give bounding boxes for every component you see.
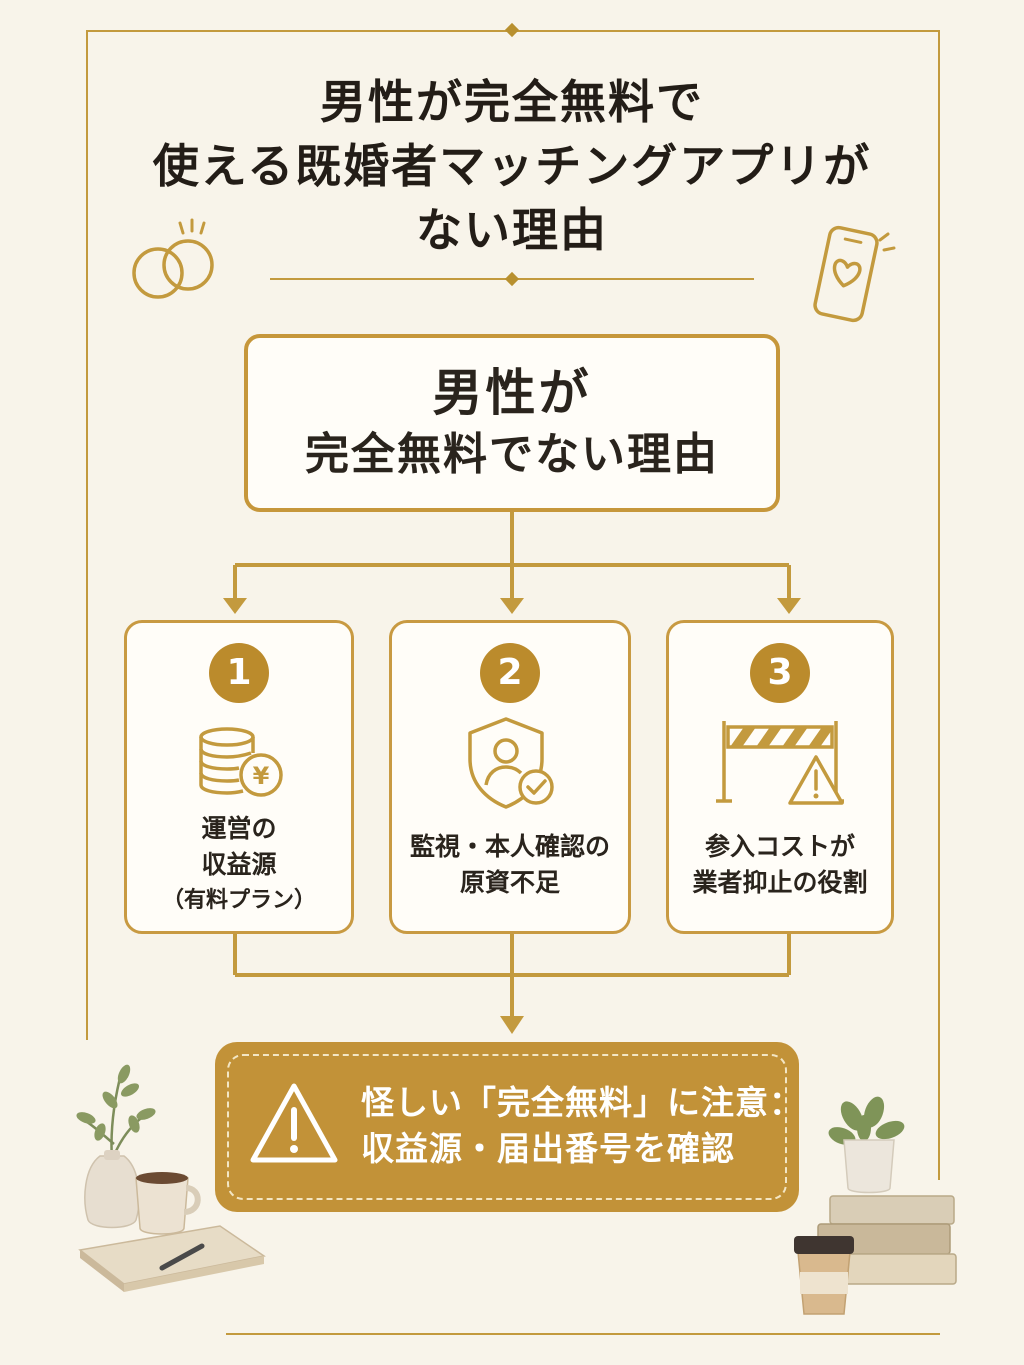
reason-3-line-2: 業者抑止の役割 <box>692 868 868 897</box>
reason-text-2: 監視・本人確認の 原資不足 <box>392 829 628 901</box>
phone-heart-icon <box>813 225 896 323</box>
main-box-line-1: 男性が <box>432 364 592 422</box>
reason-number-3: 3 <box>750 643 810 703</box>
frame-right-line <box>938 30 940 1180</box>
reason-1-line-1: 運営の <box>201 814 277 843</box>
warning-box: 怪しい「完全無料」に注意： 収益源・届出番号を確認 <box>215 1042 802 1212</box>
reason-card-3: 3 参入コストが 業者抑止の役割 <box>666 620 894 934</box>
page-title: 男性が完全無料で 使える既婚者マッチングアプリが ない理由 <box>150 70 874 262</box>
arrow-head-2 <box>500 598 524 614</box>
warning-box-dashed-border <box>227 1054 787 1200</box>
coins-yen-icon: ¥ <box>199 727 283 797</box>
warning-triangle-icon <box>250 1083 338 1163</box>
frame-bottom-line <box>226 1333 940 1335</box>
vase-plant-mug-notebook-illustration <box>76 1064 266 1292</box>
warning-text: 怪しい「完全無料」に注意： 収益源・届出番号を確認 <box>361 1080 803 1172</box>
flow-connectors <box>223 512 801 1034</box>
shield-person-check-icon <box>468 717 554 809</box>
reason-number-2: 2 <box>480 643 540 703</box>
reason-2-line-2: 原資不足 <box>459 868 560 897</box>
warning-line-1: 怪しい「完全無料」に注意： <box>361 1083 803 1122</box>
reason-number-1: 1 <box>209 643 269 703</box>
reason-1-line-3: （有料プラン） <box>161 888 316 913</box>
title-line-3: ない理由 <box>416 203 608 257</box>
wedding-rings-icon <box>132 218 214 299</box>
reason-card-1: 1 ¥ 運営の 収益源 （有料プラン） <box>124 620 354 934</box>
reason-text-3: 参入コストが 業者抑止の役割 <box>669 829 891 901</box>
arrow-head-4 <box>500 1016 524 1034</box>
barrier-warning-icon <box>716 721 844 805</box>
reason-card-2: 2 監視・本人確認の 原資不足 <box>389 620 631 934</box>
main-reason-box: 男性が 完全無料でない理由 <box>244 334 780 512</box>
svg-text:¥: ¥ <box>253 762 270 790</box>
reason-2-line-1: 監視・本人確認の <box>409 832 610 861</box>
reason-text-1: 運営の 収益源 （有料プラン） <box>127 811 351 919</box>
arrow-head-1 <box>223 598 247 614</box>
plant-books-coffee-illustration <box>794 1096 957 1315</box>
reason-1-line-2: 収益源 <box>201 850 277 879</box>
main-box-line-2: 完全無料でない理由 <box>305 429 719 480</box>
arrow-head-3 <box>777 598 801 614</box>
reason-3-line-1: 参入コストが <box>704 832 855 861</box>
title-line-1: 男性が完全無料で <box>320 75 704 129</box>
warning-line-2: 収益源・届出番号を確認 <box>361 1129 735 1168</box>
title-line-2: 使える既婚者マッチングアプリが <box>152 139 872 193</box>
frame-left-line <box>86 30 88 1040</box>
